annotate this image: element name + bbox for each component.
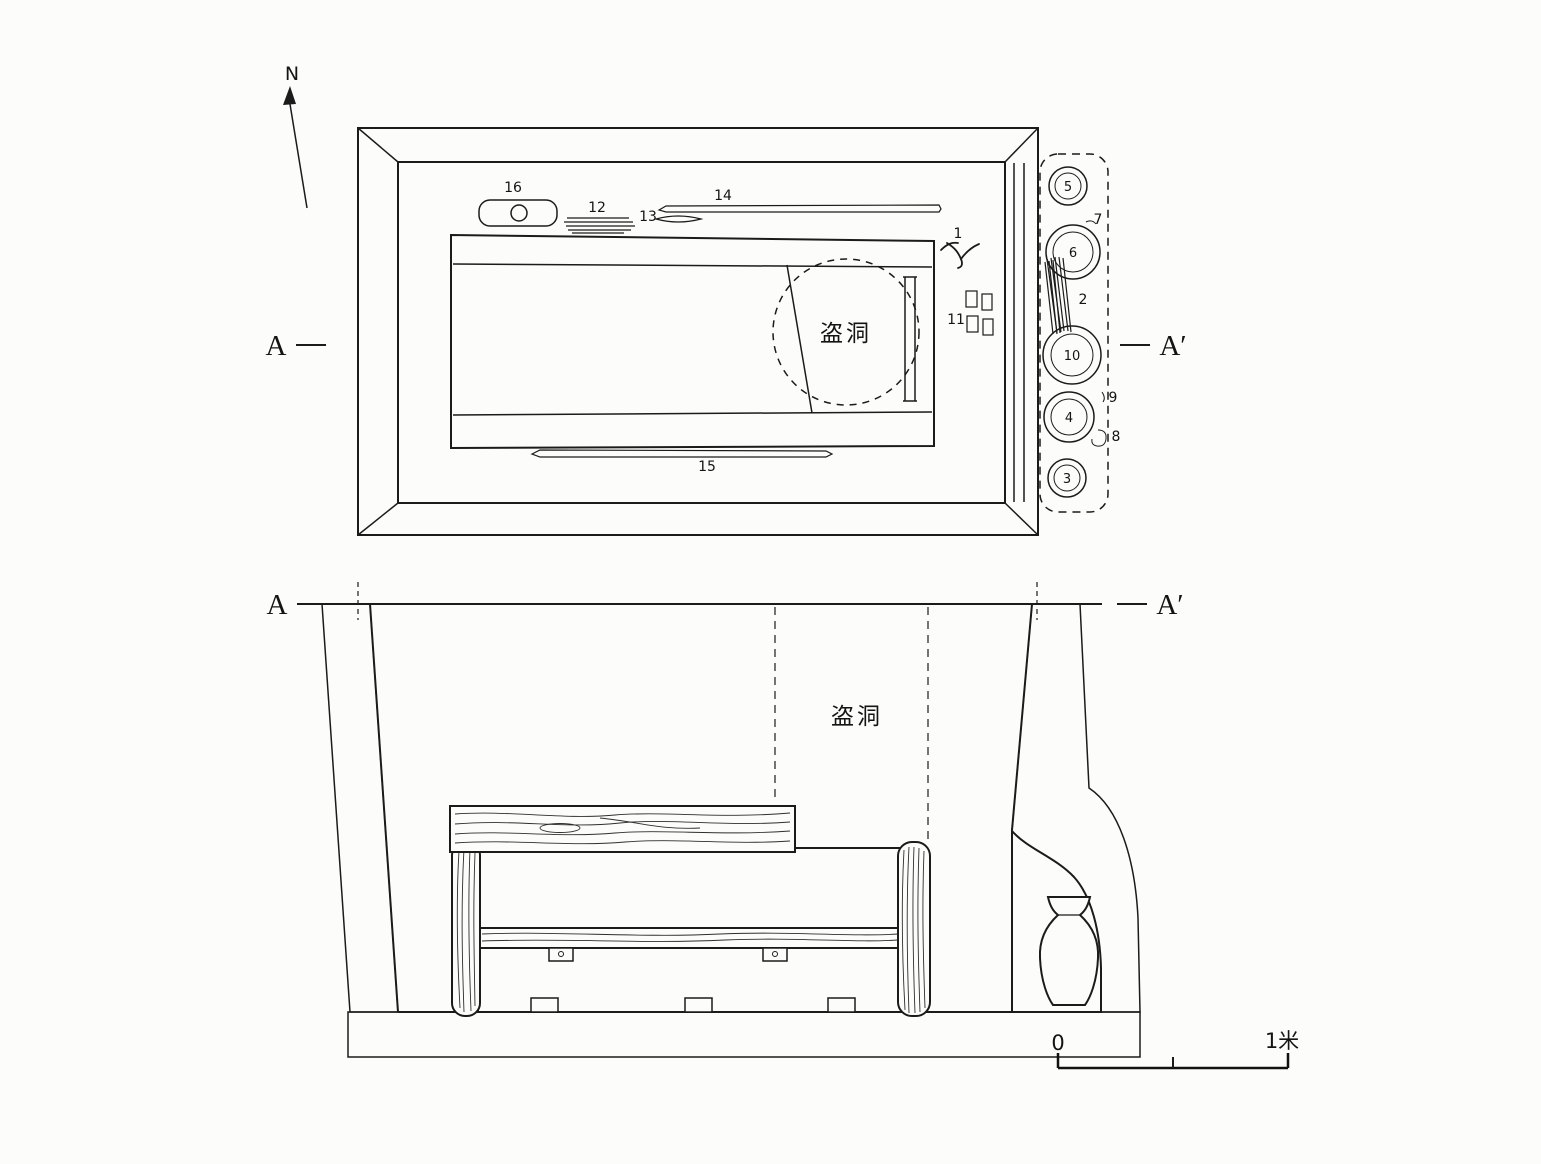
artifact-1 — [940, 241, 980, 269]
coffin-left-endboard — [451, 841, 481, 1017]
vessel-4-label: 4 — [1065, 411, 1073, 426]
north-arrowhead — [283, 86, 296, 105]
scale-zero-label: 0 — [1051, 1031, 1064, 1055]
section-robber-hole-label: 盗洞 — [831, 704, 883, 730]
artifact-13 — [653, 215, 704, 223]
artifact-14 — [657, 204, 942, 213]
plan-artifact-labels: 16 12 13 14 1 11 15 7 2 9 8 — [504, 180, 1120, 475]
vessel-5-label: 5 — [1064, 180, 1072, 195]
plan-view: 盗洞 — [266, 127, 1187, 536]
artifact-8-mark — [1091, 429, 1107, 447]
vessel-5: 5 — [1048, 166, 1088, 206]
plan-displaced-plank — [903, 276, 917, 402]
section-marker-a: A — [267, 589, 288, 621]
plan-vessel-niche: 5 6 10 4 3 — [1039, 153, 1109, 513]
label-16: 16 — [504, 180, 522, 196]
vessel-3: 3 — [1047, 458, 1087, 498]
vessel-4: 4 — [1043, 391, 1095, 443]
section-view: 盗洞 A A′ — [267, 582, 1184, 1058]
section-niche — [1011, 828, 1102, 1013]
artifact-12 — [564, 217, 635, 234]
vessel-3-label: 3 — [1063, 472, 1071, 487]
coffin-lid-plank — [449, 805, 796, 853]
artifact-9-mark — [1101, 391, 1105, 403]
coffin-supports — [548, 947, 788, 962]
plan-robber-hole: 盗洞 — [772, 258, 920, 406]
label-9: 9 — [1109, 390, 1118, 406]
coffin-right-endboard — [897, 841, 931, 1017]
plan-marker-a: A — [266, 330, 287, 362]
section-marker-a-prime: A′ — [1156, 589, 1183, 621]
coffin-feet — [530, 997, 856, 1013]
artifact-15 — [530, 449, 834, 458]
label-12: 12 — [588, 200, 606, 216]
north-arrow: N — [283, 63, 308, 209]
plan-marker-a-prime: A′ — [1159, 330, 1186, 362]
label-13: 13 — [639, 209, 657, 225]
label-1: 1 — [954, 226, 963, 242]
vessel-10: 10 — [1042, 325, 1102, 385]
niche-pot — [1038, 896, 1100, 1006]
coffin-floor-plank — [477, 927, 903, 949]
plan-robber-hole-label: 盗洞 — [820, 321, 872, 347]
artifact-11 — [965, 290, 994, 336]
label-15: 15 — [698, 459, 716, 475]
artifact-16 — [478, 199, 558, 227]
label-2: 2 — [1079, 292, 1088, 308]
artifact-2-bundle — [1044, 256, 1072, 335]
section-coffin — [449, 805, 931, 1017]
scale-bar: 0 1米 — [1051, 1029, 1299, 1070]
vessel-6-label: 6 — [1069, 246, 1077, 261]
plan-coffin — [450, 233, 935, 450]
label-7: 7 — [1094, 212, 1103, 228]
plan-section-markers: A A′ — [266, 330, 1187, 362]
section-ground-line: A A′ — [267, 582, 1184, 621]
plan-artifacts — [478, 199, 994, 458]
north-label: N — [285, 63, 299, 85]
label-11: 11 — [947, 312, 965, 328]
artifact-7-mark — [1085, 220, 1097, 225]
label-8: 8 — [1112, 429, 1121, 445]
vessel-10-label: 10 — [1064, 349, 1081, 364]
scale-max-label: 1米 — [1265, 1029, 1299, 1053]
label-14: 14 — [714, 188, 732, 204]
section-robber-hole: 盗洞 — [774, 607, 929, 840]
